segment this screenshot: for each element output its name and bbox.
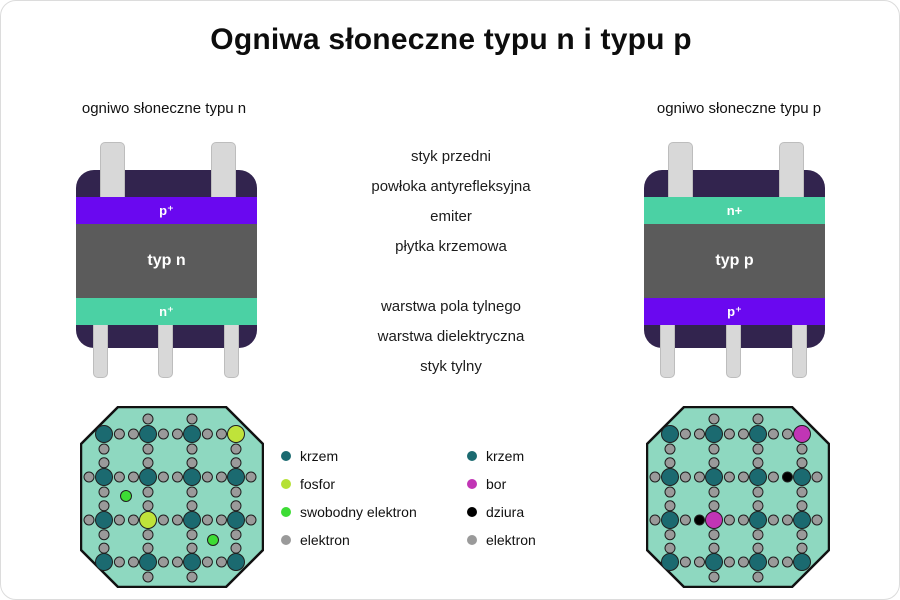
- cell-n-emitter-label: p⁺: [159, 202, 174, 218]
- cell-n-bottom-contact-2: [158, 325, 173, 378]
- lattice-p: [646, 406, 830, 588]
- cell-n-bottom-contact-3: [224, 325, 239, 378]
- page-title: Ogniwa słoneczne typu n i typu p: [210, 23, 692, 56]
- label-warstwa-dielektryczna: warstwa dielektryczna: [377, 328, 525, 345]
- label-styk-tylny: styk tylny: [420, 358, 482, 375]
- legend-label-bor: bor: [486, 476, 507, 492]
- cell-n-heading: ogniwo słoneczne typu n: [81, 100, 247, 117]
- cell-p-bottom-contact-3: [792, 325, 807, 378]
- legend-label-elektron-p: elektron: [486, 532, 536, 548]
- legend-label-fosfor: fosfor: [300, 476, 336, 492]
- legend-item-krzem: krzem: [281, 442, 417, 470]
- cell-p-emitter-label: n+: [726, 203, 743, 218]
- legend-label-swobodny-elektron: swobodny elektron: [300, 504, 417, 520]
- legend-label-elektron-n: elektron: [300, 532, 350, 548]
- legend-label-krzem-p: krzem: [486, 448, 525, 464]
- cell-n-bsf-layer: n⁺: [76, 298, 257, 325]
- cell-p-emitter-layer: n+: [644, 197, 825, 224]
- label-emiter: emiter: [430, 208, 472, 225]
- legend-item-elektron-p: elektron: [467, 526, 536, 554]
- front-layer-labels: styk przedni powłoka antyrefleksyjna emi…: [326, 142, 576, 262]
- cell-n-bsf-label: n⁺: [159, 303, 174, 319]
- cell-p-top-contact-1: [668, 142, 693, 197]
- cell-p-wafer-label: typ p: [715, 252, 754, 269]
- legend-item-fosfor: fosfor: [281, 470, 417, 498]
- cell-n-bottom-contact-1: [93, 325, 108, 378]
- legend-label-dziura: dziura: [486, 504, 525, 520]
- cell-p-bsf-layer: p⁺: [644, 298, 825, 325]
- cell-p-wafer-layer: typ p: [644, 224, 825, 298]
- cell-p-bottom-contact-1: [660, 325, 675, 378]
- bor-dot-icon: [467, 479, 477, 489]
- back-layer-labels: warstwa pola tylnego warstwa dielektrycz…: [326, 292, 576, 382]
- lattice-n: [80, 406, 264, 588]
- cell-p-bottom-contact-2: [726, 325, 741, 378]
- cell-n-top-contact-1: [100, 142, 125, 197]
- legend-item-bor: bor: [467, 470, 536, 498]
- legend-item-swobodny-elektron: swobodny elektron: [281, 498, 417, 526]
- label-powloka-antyrefleksyjna: powłoka antyrefleksyjna: [371, 178, 531, 195]
- fosfor-dot-icon: [281, 479, 291, 489]
- cell-n-wafer-label: typ n: [147, 252, 186, 269]
- cell-p-bsf-label: p⁺: [727, 303, 742, 319]
- dziura-dot-icon: [467, 507, 477, 517]
- elektron-dot-icon: [281, 535, 291, 545]
- label-styk-przedni: styk przedni: [410, 148, 492, 165]
- legend-item-dziura: dziura: [467, 498, 536, 526]
- legend-label-krzem: krzem: [300, 448, 339, 464]
- krzem-dot-icon: [281, 451, 291, 461]
- cell-n-emitter-layer: p⁺: [76, 197, 257, 224]
- label-warstwa-pola-tylnego: warstwa pola tylnego: [380, 298, 522, 315]
- cell-n-wafer-layer: typ n: [76, 224, 257, 298]
- cell-p-top-contact-2: [779, 142, 804, 197]
- cell-n-top-contact-2: [211, 142, 236, 197]
- cell-p-heading: ogniwo słoneczne typu p: [656, 100, 822, 117]
- legend-item-krzem-p: krzem: [467, 442, 536, 470]
- label-plytka-krzemowa: płytka krzemowa: [395, 238, 507, 255]
- swobodny-elektron-dot-icon: [281, 507, 291, 517]
- elektron-dot-icon: [467, 535, 477, 545]
- krzem-dot-icon: [467, 451, 477, 461]
- legend-item-elektron-n: elektron: [281, 526, 417, 554]
- legend-p: krzem bor dziura elektron: [467, 442, 536, 554]
- legend-n: krzem fosfor swobodny elektron elektron: [281, 442, 417, 554]
